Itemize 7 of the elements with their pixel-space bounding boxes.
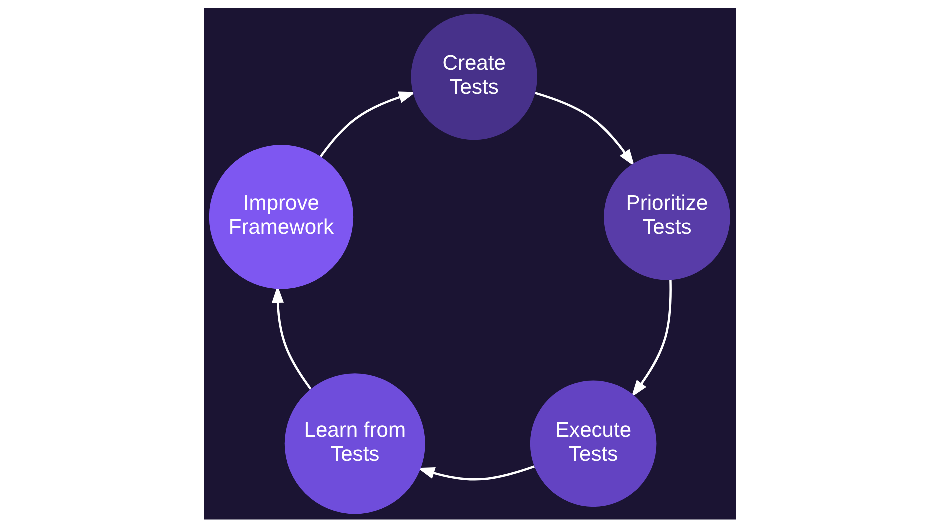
arrow <box>319 92 416 158</box>
arrow <box>631 280 672 398</box>
arrow <box>534 92 634 167</box>
node-circle: Improve Framework <box>208 145 354 290</box>
node-circle: Learn from Tests <box>284 374 425 514</box>
node-circle: Prioritize Tests <box>604 154 730 280</box>
node-circle: Create Tests <box>410 14 537 140</box>
